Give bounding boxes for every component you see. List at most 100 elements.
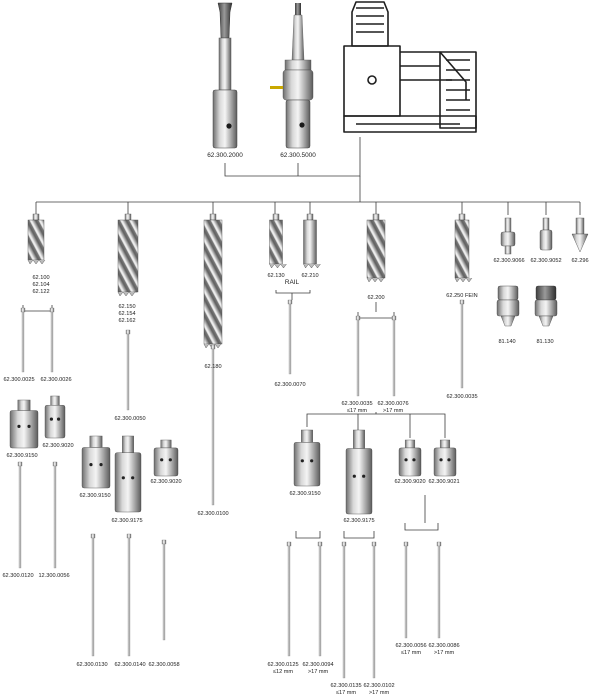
label-apin-0058: 62.300.0058 xyxy=(148,662,180,668)
apin-0102-icon xyxy=(371,541,377,679)
adapter-shank xyxy=(439,439,451,449)
cutter-62-100-icon xyxy=(27,213,46,265)
cutter-shank xyxy=(32,213,40,221)
label-cutter-62-104: 62.104 xyxy=(32,282,50,288)
label-adapter-c1-9020: 62.300.9020 xyxy=(42,443,74,449)
shank-taper xyxy=(217,2,233,39)
cutter-62-250-icon xyxy=(454,213,473,283)
pin-0026-icon xyxy=(49,307,55,373)
label-apin-0056-12: 12.300.0056 xyxy=(38,573,70,579)
pin-0035-b-icon xyxy=(459,299,465,389)
label-countersink-62-296: 62.296 xyxy=(571,258,589,264)
chuck-top xyxy=(535,285,557,301)
adapter-body xyxy=(398,447,422,477)
apin-0120-icon xyxy=(17,461,23,569)
label-adapter-c2-9150: 62.300.9150 xyxy=(79,493,111,499)
label-cutter-62-100: 62.100 xyxy=(32,275,50,281)
pin-head xyxy=(52,461,58,467)
label-apin-0130: 62.300.0130 xyxy=(76,662,108,668)
label-adapter-c2-9175: 62.300.9175 xyxy=(111,518,143,524)
shank-body xyxy=(212,89,238,149)
label-apin-0120: 62.300.0120 xyxy=(2,573,34,579)
adapter-body xyxy=(9,410,39,449)
connector-line xyxy=(275,290,311,294)
acc-tip xyxy=(504,245,512,255)
label-pin-0025: 62.300.0025 xyxy=(3,377,35,383)
machine-magnet-base xyxy=(343,115,477,133)
shank-neck xyxy=(218,37,232,91)
label-adapter-62-300-9066: 62.300.9066 xyxy=(493,258,525,264)
adapter-9066-icon xyxy=(500,217,516,255)
label-cutter-62-250-fein: 62.250 FEIN xyxy=(446,293,478,299)
machine-body xyxy=(343,45,401,117)
label-apin-0102-note: >17 mm xyxy=(368,690,390,696)
pin-0025-icon xyxy=(20,307,26,373)
adapter-9052-icon xyxy=(539,217,553,251)
adapter-body xyxy=(433,447,457,477)
pin-body xyxy=(91,537,95,657)
label-adapter-c5-9175: 62.300.9175 xyxy=(343,518,375,524)
adapter-shank xyxy=(301,429,313,443)
machine-column xyxy=(439,51,477,129)
label-adapter-c5-9021: 62.300.9021 xyxy=(428,479,460,485)
connector-line xyxy=(404,523,439,531)
adapter-screw xyxy=(160,458,164,462)
adapter-c2-9150-icon xyxy=(81,435,111,489)
adapter-screw xyxy=(57,417,61,421)
apin-0135-icon xyxy=(341,541,347,679)
adapter-screw xyxy=(89,463,93,467)
morse-taper-shank-icon xyxy=(212,2,238,149)
adapter-c5-9175-icon xyxy=(345,429,373,515)
label-cutter-62-180: 62.180 xyxy=(204,364,222,370)
label-pin-0050: 62.300.0050 xyxy=(114,416,146,422)
adapter-screw xyxy=(49,417,54,421)
arbor-adapter-icon xyxy=(270,3,314,149)
adapter-body xyxy=(44,405,66,439)
adapter-c1-9020-icon xyxy=(44,395,66,439)
pin-body xyxy=(372,545,376,679)
pin-0050-icon xyxy=(125,329,131,411)
apin-0086-icon xyxy=(436,541,442,639)
label-apin-0086-note: >17 mm xyxy=(433,650,455,656)
cutter-teeth xyxy=(117,291,137,297)
apin-0125-icon xyxy=(286,541,292,657)
cutter-62-150-icon xyxy=(117,213,139,297)
arbor-tang xyxy=(295,3,301,15)
adapter-c2-9175-icon xyxy=(114,435,142,513)
adapter-screw xyxy=(168,458,172,462)
adapter-shank xyxy=(89,435,103,448)
chuck-top xyxy=(497,285,519,301)
cutter-body xyxy=(117,219,139,293)
label-apin-0135: 62.300.0135 xyxy=(330,683,362,689)
connector-line xyxy=(295,531,321,539)
adapter-screw xyxy=(412,458,416,462)
adapter-c5-9020-icon xyxy=(398,439,422,477)
apin-0140-icon xyxy=(126,533,132,657)
label-apin-0125: 62.300.0125 xyxy=(267,662,299,668)
adapter-shank xyxy=(404,439,416,449)
shank-screw xyxy=(226,123,232,129)
adapter-c1-9150-icon xyxy=(9,399,39,449)
arbor-ring xyxy=(282,69,314,101)
adapter-screw xyxy=(131,476,135,480)
pin-head xyxy=(355,315,361,321)
drill-chuck-81-140-icon xyxy=(496,285,520,327)
pin-body xyxy=(50,311,54,373)
cutter-teeth xyxy=(454,277,473,283)
pin-head xyxy=(287,299,293,305)
acc-body xyxy=(500,231,516,247)
acc-shank xyxy=(575,217,585,235)
adapter-screw xyxy=(404,458,408,462)
pin-head xyxy=(90,533,96,539)
pin-head xyxy=(341,541,347,547)
pin-body xyxy=(126,333,130,411)
magnetic-drill-machine-icon xyxy=(343,1,477,133)
cutter-62-210-icon xyxy=(303,213,321,269)
label-apin-0056: 62.300.0056 xyxy=(395,643,427,649)
pin-0035-a-icon xyxy=(355,315,361,397)
label-pin-0070: 62.300.0070 xyxy=(274,382,306,388)
label-cutter-62-122: 62.122 xyxy=(32,289,50,295)
pin-0070-icon xyxy=(287,299,293,375)
acc-cone xyxy=(571,233,589,253)
